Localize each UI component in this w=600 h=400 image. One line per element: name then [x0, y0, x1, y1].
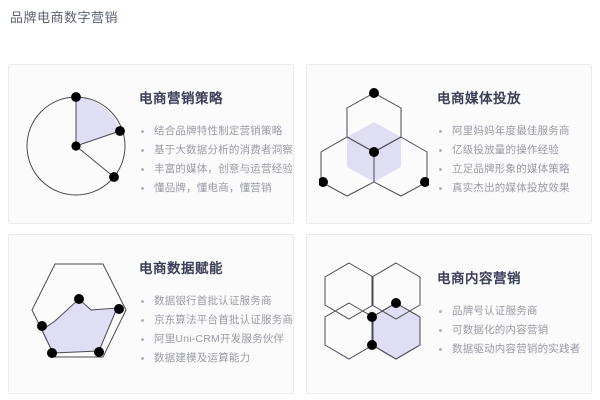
list-item: 阿里妈妈年度最佳服务商 — [437, 122, 581, 141]
card-bullet-list: 结合品牌特性制定营销策略 基于大数据分析的消费者洞察 丰富的媒体，创意与运营经验… — [139, 122, 293, 198]
card-heading: 电商媒体投放 — [437, 91, 521, 106]
bullet-icon — [439, 328, 442, 332]
hexagon-cluster-icon — [315, 249, 433, 379]
hexagon-radar-icon — [17, 249, 135, 379]
list-item-label: 数据建模及运算能力 — [154, 352, 251, 364]
list-item: 懂品牌，懂电商，懂营销 — [139, 179, 283, 198]
bullet-icon — [141, 357, 144, 360]
list-item: 阿里Uni-CRM开发服务伙伴 — [139, 330, 285, 349]
pie-chart-icon — [17, 79, 135, 209]
bullet-icon — [141, 187, 144, 190]
card-body: 电商媒体投放 阿里妈妈年度最佳服务商 亿级投放量的操作经验 立足品牌形象的媒体策… — [433, 90, 581, 198]
list-item-label: 可数据化的内容营销 — [452, 323, 549, 336]
list-item-label: 立足品牌形象的媒体策略 — [452, 163, 570, 175]
card-heading: 电商内容营销 — [437, 270, 521, 286]
list-item: 品牌号认证服务商 — [437, 302, 581, 321]
bullet-icon — [141, 168, 144, 171]
list-item: 基于大数据分析的消费者洞察 — [139, 141, 293, 160]
list-item-label: 丰富的媒体，创意与运营经验 — [154, 163, 294, 175]
bullet-icon — [439, 309, 442, 313]
list-item-label: 亿级投放量的操作经验 — [452, 144, 559, 156]
card-bullet-list: 阿里妈妈年度最佳服务商 亿级投放量的操作经验 立足品牌形象的媒体策略 真实杰出的… — [437, 122, 581, 198]
bullet-icon — [439, 168, 442, 171]
list-item: 数据驱动内容营销的实践者 — [437, 340, 581, 359]
list-item-label: 数据驱动内容营销的实践者 — [452, 342, 581, 355]
feature-card[interactable]: 电商内容营销 品牌号认证服务商 可数据化的内容营销 数据驱动内容营销的实践者 — [306, 234, 592, 394]
feature-card-grid: 电商营销策略 结合品牌特性制定营销策略 基于大数据分析的消费者洞察 丰富的媒体，… — [8, 64, 592, 394]
list-item: 立足品牌形象的媒体策略 — [437, 160, 581, 179]
list-item-label: 基于大数据分析的消费者洞察 — [154, 144, 294, 156]
card-heading: 电商营销策略 — [139, 91, 223, 106]
bullet-icon — [439, 347, 442, 351]
bullet-icon — [439, 187, 442, 190]
list-item: 丰富的媒体，创意与运营经验 — [139, 160, 293, 179]
list-item: 京东算法平台首批认证服务商 — [139, 311, 293, 330]
card-bullet-list: 数据银行首批认证服务商 京东算法平台首批认证服务商 阿里Uni-CRM开发服务伙… — [139, 292, 293, 368]
feature-card[interactable]: 电商营销策略 结合品牌特性制定营销策略 基于大数据分析的消费者洞察 丰富的媒体，… — [8, 64, 294, 224]
card-body: 电商营销策略 结合品牌特性制定营销策略 基于大数据分析的消费者洞察 丰富的媒体，… — [135, 90, 293, 198]
card-bullet-list: 品牌号认证服务商 可数据化的内容营销 数据驱动内容营销的实践者 — [437, 302, 581, 359]
bullet-icon — [439, 149, 442, 152]
bullet-icon — [141, 319, 144, 322]
list-item: 结合品牌特性制定营销策略 — [139, 122, 283, 141]
hexagon-cube-icon — [315, 79, 433, 209]
list-item-label: 真实杰出的媒体投放效果 — [452, 182, 570, 194]
bullet-icon — [141, 130, 144, 133]
list-item-label: 懂品牌，懂电商，懂营销 — [154, 182, 272, 194]
bullet-icon — [439, 130, 442, 133]
page-title: 品牌电商数字营销 — [10, 10, 119, 25]
card-heading: 电商数据赋能 — [139, 261, 223, 276]
card-body: 电商内容营销 品牌号认证服务商 可数据化的内容营销 数据驱动内容营销的实践者 — [433, 270, 581, 359]
feature-card[interactable]: 电商数据赋能 数据银行首批认证服务商 京东算法平台首批认证服务商 阿里Uni-C… — [8, 234, 294, 394]
list-item-label: 品牌号认证服务商 — [452, 304, 538, 317]
list-item-label: 阿里妈妈年度最佳服务商 — [452, 125, 570, 137]
list-item: 可数据化的内容营销 — [437, 321, 581, 340]
list-item-label: 阿里Uni-CRM开发服务伙伴 — [154, 333, 285, 345]
list-item: 亿级投放量的操作经验 — [437, 141, 581, 160]
bullet-icon — [141, 338, 144, 341]
bullet-icon — [141, 300, 144, 303]
feature-card[interactable]: 电商媒体投放 阿里妈妈年度最佳服务商 亿级投放量的操作经验 立足品牌形象的媒体策… — [306, 64, 592, 224]
card-body: 电商数据赋能 数据银行首批认证服务商 京东算法平台首批认证服务商 阿里Uni-C… — [135, 260, 293, 368]
list-item-label: 结合品牌特性制定营销策略 — [154, 125, 283, 137]
list-item-label: 数据银行首批认证服务商 — [154, 295, 272, 307]
list-item: 真实杰出的媒体投放效果 — [437, 179, 581, 198]
bullet-icon — [141, 149, 144, 152]
list-item: 数据银行首批认证服务商 — [139, 292, 283, 311]
list-item: 数据建模及运算能力 — [139, 349, 283, 368]
list-item-label: 京东算法平台首批认证服务商 — [154, 314, 294, 326]
